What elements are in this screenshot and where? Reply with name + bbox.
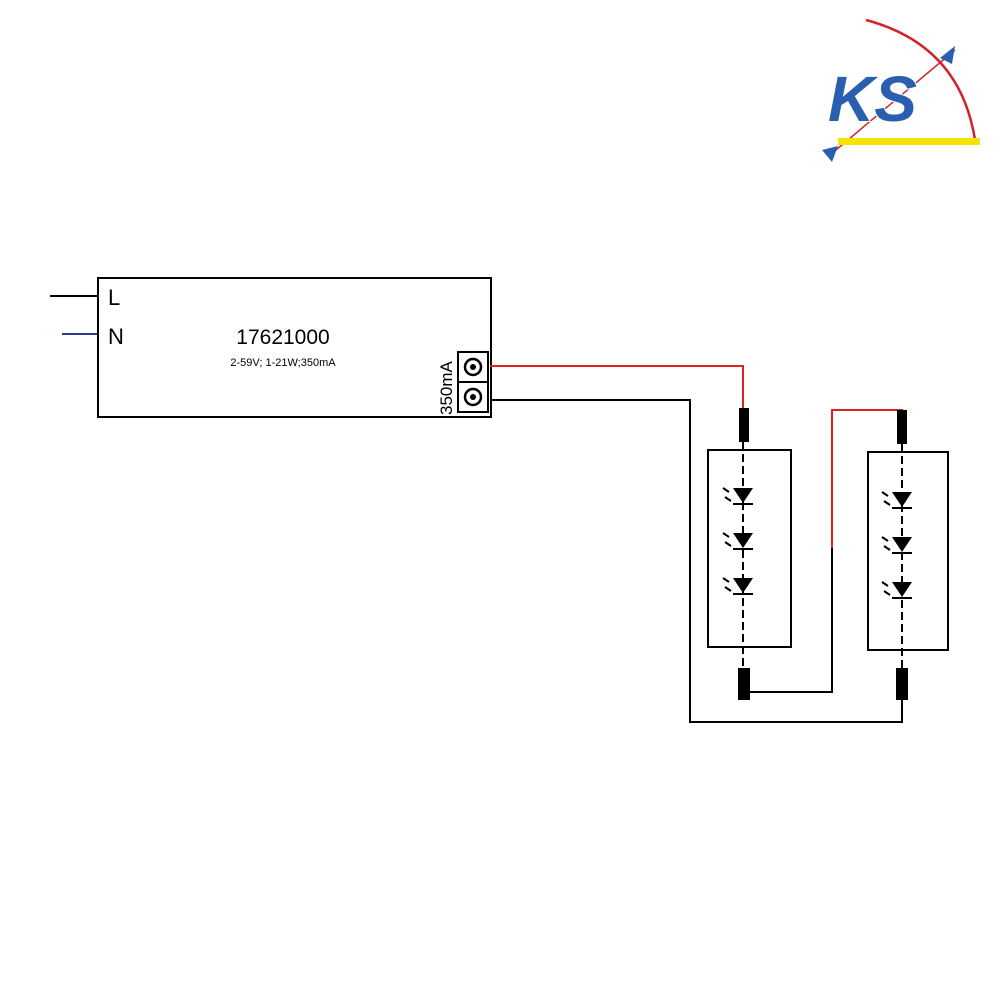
positive-output-wire (490, 365, 744, 410)
connector-bottom (738, 668, 750, 700)
module-housing (707, 449, 792, 648)
logo-arc-inner (829, 49, 956, 156)
led-diode-icon (722, 577, 753, 595)
connector-top (897, 410, 907, 444)
terminal-label-n: N (108, 324, 124, 349)
connector-top (739, 408, 749, 442)
connector-bottom (896, 668, 908, 700)
led-diode-icon (881, 536, 912, 554)
driver-housing (97, 277, 492, 418)
screw-icon (463, 387, 483, 407)
module-housing (867, 451, 949, 651)
driver-spec: 2-59V; 1-21W;350mA (230, 357, 336, 369)
ks-logo: KS (822, 18, 980, 162)
led-module-2 (867, 410, 949, 700)
logo-arrow-icon-top (940, 46, 955, 64)
led-diode-icon (881, 581, 912, 599)
led-driver: L N 17621000 2-59V; 1-21W;350mA 350mA (97, 277, 492, 418)
led-diode-icon (722, 487, 753, 505)
logo-yellow-bar (838, 138, 980, 145)
logo-arrow-icon-bottom (822, 146, 838, 162)
driver-model-number: 17621000 (236, 326, 329, 349)
screw-icon (463, 357, 483, 377)
terminal-label-l: L (108, 285, 120, 310)
led-diode-icon (881, 491, 912, 509)
led-diode-icon (722, 532, 753, 550)
logo-text: KS (828, 63, 917, 135)
led-module-1 (707, 408, 792, 700)
output-current-label: 350mA (437, 360, 456, 415)
negative-output-wire (490, 399, 903, 723)
